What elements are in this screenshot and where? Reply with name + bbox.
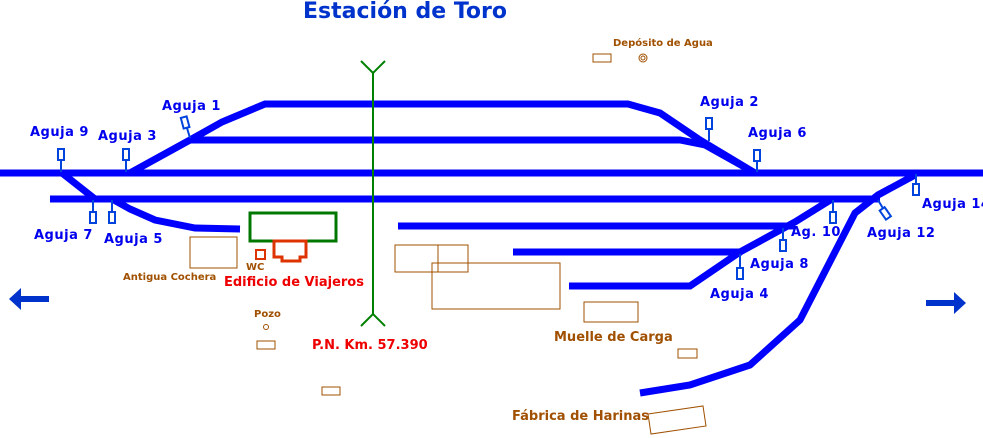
switch-lever-3[interactable] — [122, 148, 130, 172]
switch-lever-9[interactable] — [57, 148, 65, 172]
label-aguja-8: Aguja 8 — [750, 257, 809, 272]
well-icon — [263, 324, 269, 330]
label-aguja-2: Aguja 2 — [700, 95, 759, 110]
label-deposito: Depósito de Agua — [613, 38, 713, 49]
label-pozo: Pozo — [254, 309, 281, 320]
label-wc: WC — [246, 262, 265, 273]
wc-building — [255, 249, 266, 260]
label-aguja-12: Aguja 12 — [867, 226, 936, 241]
switch-9-link — [59, 170, 98, 202]
label-aguja-5: Aguja 5 — [104, 232, 163, 247]
label-cochera: Antigua Cochera — [123, 272, 217, 283]
label-aguja-4: Aguja 4 — [710, 287, 769, 302]
label-aguja-9: Aguja 9 — [30, 125, 89, 140]
direction-arrows — [9, 288, 966, 314]
flour-factory — [647, 405, 707, 435]
label-viajeros: Edificio de Viajeros — [224, 275, 364, 290]
small-building-3 — [321, 386, 341, 396]
switch-lever-10[interactable] — [829, 200, 837, 224]
small-building-1 — [677, 348, 698, 359]
small-building-2 — [256, 340, 276, 350]
passenger-building — [272, 239, 308, 263]
warehouse-b — [431, 262, 561, 310]
label-aguja-10: Ag. 10 — [791, 225, 841, 240]
label-fabrica: Fábrica de Harinas — [512, 409, 650, 424]
label-aguja-1: Aguja 1 — [162, 99, 221, 114]
loading-dock — [583, 301, 639, 323]
siding-5 — [110, 195, 241, 233]
page-title: Estación de Toro — [303, 0, 507, 24]
water-tank-icon — [638, 53, 648, 63]
switch-lever-7[interactable] — [89, 200, 97, 224]
label-aguja-3: Aguja 3 — [98, 129, 157, 144]
switch-lever-4[interactable] — [736, 254, 744, 280]
switch-lever-6[interactable] — [753, 149, 761, 172]
tracks — [0, 100, 983, 397]
switch-lever-1[interactable] — [179, 115, 191, 139]
switch-lever-12[interactable] — [877, 199, 893, 222]
passenger-building-platform — [248, 211, 338, 243]
branch-10 — [569, 196, 834, 290]
switch-lever-2[interactable] — [705, 117, 713, 141]
arrow-right-icon[interactable] — [926, 292, 966, 314]
water-depot-building — [592, 53, 612, 63]
switch-lever-14[interactable] — [912, 174, 920, 196]
label-aguja-6: Aguja 6 — [748, 126, 807, 141]
label-aguja-14: Aguja 14 — [922, 197, 983, 212]
level-crossing-road — [360, 60, 386, 327]
switch-lever-5[interactable] — [108, 200, 116, 224]
old-shed — [189, 236, 238, 269]
label-crossing: P.N. Km. 57.390 — [312, 338, 428, 353]
track-factory — [639, 171, 917, 397]
switch-lever-8[interactable] — [779, 228, 787, 252]
arrow-left-icon[interactable] — [9, 288, 49, 310]
label-muelle: Muelle de Carga — [554, 330, 673, 345]
switch-levers — [57, 115, 920, 280]
track-upper-2 — [190, 136, 757, 177]
label-aguja-7: Aguja 7 — [34, 228, 93, 243]
buildings — [189, 53, 707, 435]
